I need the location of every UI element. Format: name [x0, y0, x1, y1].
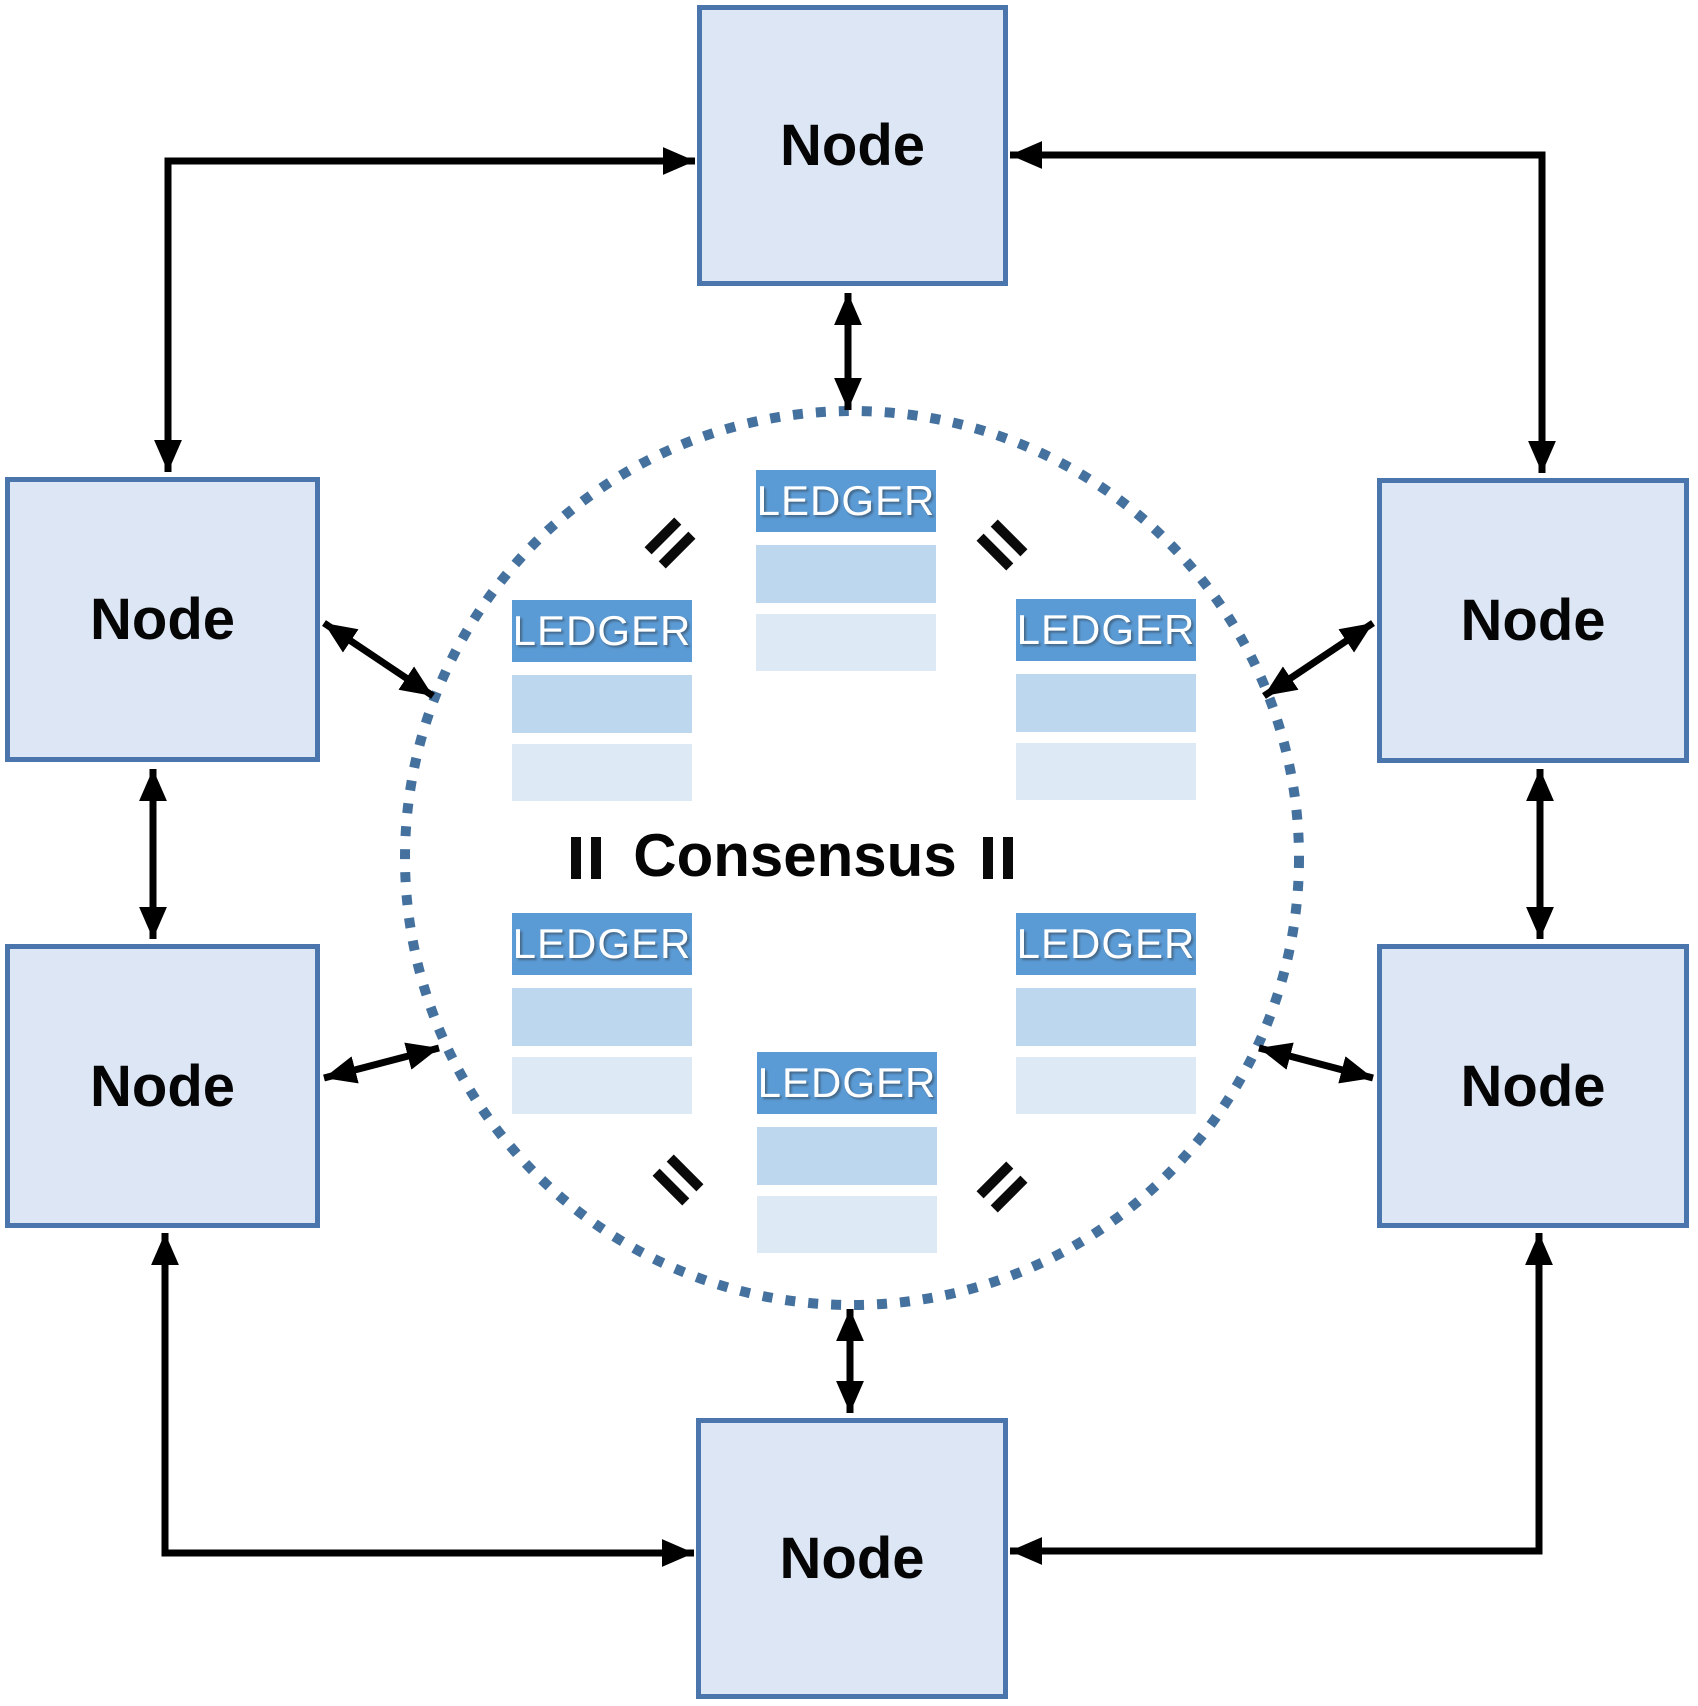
ledger-header: LEDGER [512, 600, 692, 662]
ledger-row [512, 675, 692, 733]
arrow-lowerleft-node-to-circle [323, 1042, 440, 1084]
ledger-header: LEDGER [1016, 599, 1196, 661]
node-box-lower-right: Node [1377, 944, 1689, 1228]
node-label: Node [1460, 1053, 1606, 1119]
node-label: Node [780, 113, 925, 178]
consensus-circle-boundary [400, 406, 1304, 1310]
ledger-row [757, 1127, 937, 1185]
ledger-lower-left: LEDGER [512, 913, 692, 1114]
ledger-row [512, 744, 692, 801]
ledger-header: LEDGER [756, 470, 936, 532]
ledger-row [757, 1196, 937, 1253]
ledger-header: LEDGER [512, 913, 692, 975]
ledger-row [756, 614, 936, 671]
ledger-upper-right: LEDGER [1016, 599, 1196, 800]
arrow-upperright-node-to-circle [1262, 620, 1375, 699]
ledger-upper-left: LEDGER [512, 600, 692, 801]
ledger-header: LEDGER [1016, 913, 1196, 975]
ledger-lower-right: LEDGER [1016, 913, 1196, 1114]
node-box-bottom: Node [696, 1418, 1008, 1699]
node-label: Node [1460, 588, 1606, 653]
connector-bottomright-L [1009, 1232, 1553, 1565]
ledger-top-center: LEDGER [756, 470, 936, 671]
connector-bottomleft-L [151, 1232, 695, 1567]
node-box-top: Node [697, 5, 1008, 286]
arrow-upperleft-node-to-circle [322, 620, 435, 699]
consensus-label: Consensus [633, 821, 957, 889]
ledger-row [756, 545, 936, 603]
ledger-row [1016, 988, 1196, 1046]
ledger-row [1016, 743, 1196, 800]
ledger-bottom-center: LEDGER [757, 1052, 937, 1253]
ledger-header: LEDGER [757, 1052, 937, 1114]
ledger-row [512, 1057, 692, 1114]
node-box-upper-left: Node [5, 477, 320, 762]
arrow-lowerright-node-to-circle [1258, 1042, 1374, 1084]
ledger-row [1016, 1057, 1196, 1114]
node-box-upper-right: Node [1377, 478, 1689, 763]
node-label: Node [90, 587, 235, 652]
node-box-lower-left: Node [5, 944, 320, 1228]
ledger-row [1016, 674, 1196, 732]
connector-topright-L [1009, 141, 1556, 474]
ledger-row [512, 988, 692, 1046]
node-label: Node [90, 1053, 235, 1119]
node-label: Node [779, 1526, 925, 1591]
connector-topleft-L [154, 147, 696, 473]
